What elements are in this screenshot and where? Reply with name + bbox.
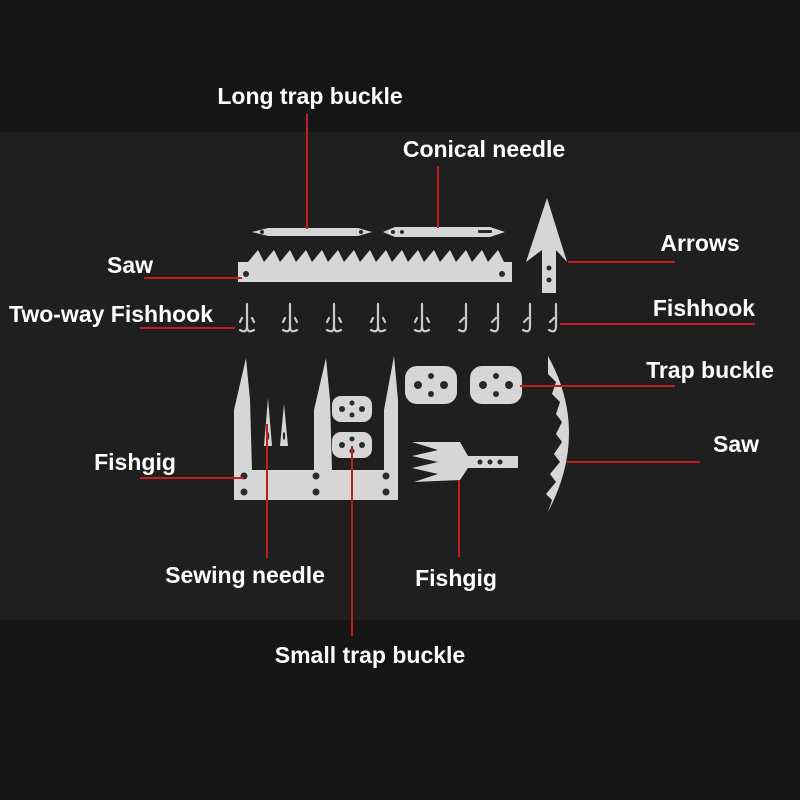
- label-fishhook: Fishhook: [653, 295, 755, 321]
- conical-needle-shape: [383, 227, 505, 237]
- hooks-row: [238, 302, 558, 333]
- label-saw-right: Saw: [713, 431, 759, 457]
- label-small-trap-buckle: Small trap buckle: [275, 642, 465, 668]
- arrow-shape: [526, 198, 567, 293]
- curved-saw-shape: [546, 356, 569, 512]
- label-two-way-fishhook: Two-way Fishhook: [9, 301, 213, 327]
- fishgig-frame-shape: [234, 356, 398, 500]
- label-fishgig-bottom: Fishgig: [415, 565, 497, 591]
- label-saw-top: Saw: [107, 252, 153, 278]
- background-band: [0, 132, 800, 620]
- label-fishgig-left: Fishgig: [94, 449, 176, 475]
- label-trap-buckle: Trap buckle: [646, 357, 774, 383]
- long-trap-buckle-shape: [252, 228, 372, 236]
- straight-saw-shape: [238, 250, 512, 282]
- label-conical-needle: Conical needle: [403, 136, 565, 162]
- label-long-trap-buckle: Long trap buckle: [217, 83, 402, 109]
- fishgig-comb-shape: [412, 442, 518, 482]
- label-sewing-needle: Sewing needle: [165, 562, 325, 588]
- label-arrows: Arrows: [660, 230, 739, 256]
- trap-buckles-shape: [405, 366, 522, 404]
